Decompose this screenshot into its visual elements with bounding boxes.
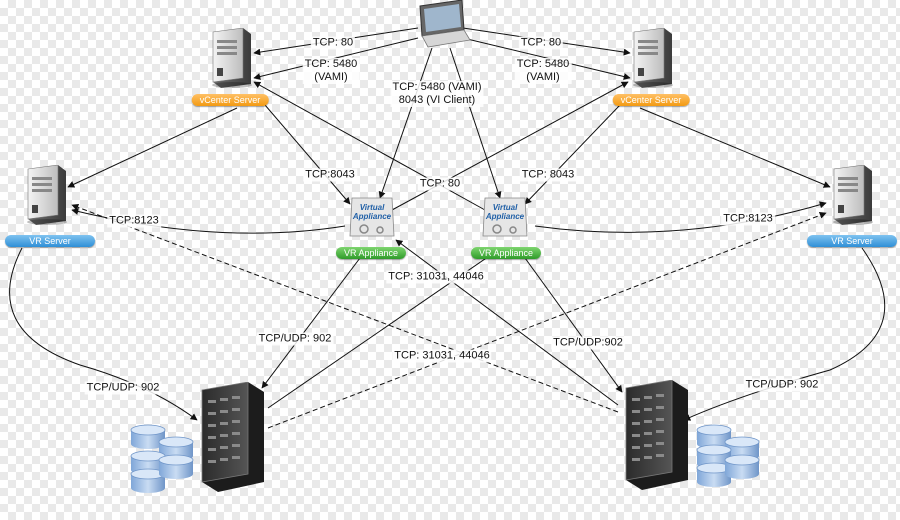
- virtual-appliance-left-icon: [349, 197, 395, 237]
- port-label-tcp8123-right: TCP:8123: [721, 212, 775, 226]
- port-label-tcp8043-right: TCP: 8043: [519, 168, 577, 182]
- port-label-tcpudp902-outer-right: TCP/UDP: 902: [743, 378, 821, 392]
- vcenter-server-left-icon: [211, 28, 253, 88]
- datastore-left-icon: [130, 424, 194, 494]
- vr-appliance-left-label: VR Appliance: [335, 247, 407, 259]
- vcenter-server-right-icon: [632, 28, 674, 88]
- vr-server-left-icon: [26, 165, 68, 225]
- virtual-appliance-right-icon: [482, 197, 528, 237]
- storage-rack-left-icon: [201, 382, 265, 492]
- port-label-center-top-line1: TCP: 5480 (VAMI): [392, 81, 482, 93]
- port-label-tcpudp902-outer-left: TCP/UDP: 902: [84, 381, 162, 395]
- link-appliance-right-rack-right: [524, 257, 623, 393]
- port-label-tcp5480-right-line1: TCP: 5480: [516, 58, 570, 70]
- port-label-tcp80-right: TCP: 80: [518, 36, 564, 50]
- port-label-center-top: TCP: 5480 (VAMI) 8043 (VI Client): [390, 81, 484, 107]
- appliance-left-icon-text-1: Virtual: [360, 203, 385, 212]
- port-label-tcp8043-left: TCP:8043: [303, 168, 357, 182]
- port-label-tcp5480-left: TCP: 5480 (VAMI): [302, 58, 360, 84]
- link-vcenter-left-appliance-left: [264, 104, 351, 205]
- port-label-center-top-line2: 8043 (VI Client): [398, 94, 476, 106]
- port-label-tcp5480-right: TCP: 5480 (VAMI): [514, 58, 572, 84]
- dashed-link-rack-right-vr-left: [71, 203, 619, 413]
- vcenter-server-left-label: vCenter Server: [191, 94, 269, 106]
- link-vcenter-left-vr-left: [67, 107, 238, 188]
- link-vr-right-rack-right: [683, 247, 886, 421]
- port-label-tcp80-center: TCP: 80: [417, 177, 463, 191]
- port-label-tcp8123-left: TCP:8123: [107, 214, 161, 228]
- port-label-tcpudp902-inner-left: TCP/UDP: 902: [256, 332, 334, 346]
- port-label-tcp5480-left-line2: (VAMI): [314, 71, 348, 83]
- vr-server-right-icon: [832, 165, 874, 225]
- port-label-tcp5480-right-line2: (VAMI): [526, 71, 560, 83]
- link-laptop-appliance-right: [449, 47, 502, 199]
- port-label-tcp80-left: TCP: 80: [310, 36, 356, 50]
- link-vcenter-right-vr-right: [639, 107, 831, 188]
- vr-server-left-label: VR Server: [5, 235, 95, 247]
- datastore-right-icon: [696, 424, 760, 488]
- port-label-tcp31031-lower: TCP: 31031, 44046: [392, 349, 492, 363]
- port-label-tcp5480-left-line1: TCP: 5480: [304, 58, 358, 70]
- dashed-link-rack-left-vr-right: [267, 211, 827, 429]
- port-label-tcpudp902-inner-right: TCP/UDP:902: [551, 336, 625, 350]
- link-vr-left-rack-left: [9, 247, 198, 421]
- storage-rack-right-icon: [625, 380, 689, 490]
- vr-appliance-right-label: VR Appliance: [470, 247, 542, 259]
- appliance-right-icon-text-2: Appliance: [485, 212, 525, 221]
- laptop-icon: [419, 0, 471, 48]
- vr-server-right-label: VR Server: [807, 235, 897, 247]
- vcenter-server-right-label: vCenter Server: [612, 94, 690, 106]
- link-laptop-appliance-left: [378, 47, 433, 199]
- link-appliance-left-rack-left: [261, 257, 361, 389]
- link-appliance-right-vr-right: [534, 201, 827, 233]
- appliance-right-icon-text-1: Virtual: [493, 203, 518, 212]
- appliance-left-icon-text-2: Appliance: [352, 212, 392, 221]
- link-vcenter-right-appliance-right: [524, 104, 621, 205]
- port-label-tcp31031-upper: TCP: 31031, 44046: [386, 270, 486, 284]
- link-rack-right-appliance-left: [395, 239, 619, 406]
